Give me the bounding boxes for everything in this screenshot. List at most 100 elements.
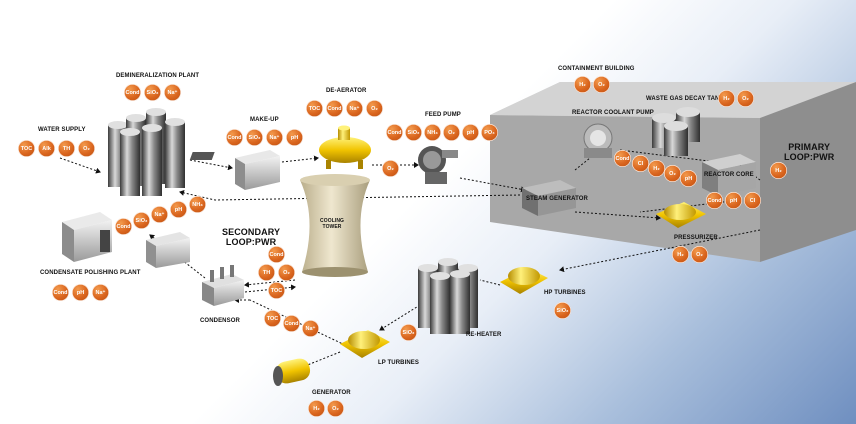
badge-coolant-cl: Cl: [632, 155, 649, 172]
badge-pressurizer-cl: Cl: [744, 192, 761, 209]
badge-pressurizer-cond: Cond: [706, 192, 723, 209]
reactor-core-unit: [702, 154, 756, 196]
badge-feedpump-sio2: SiO₂: [405, 124, 422, 141]
badge-makeup-cond: Cond: [226, 129, 243, 146]
badge-water-supply-th: TH: [58, 140, 75, 157]
make-up-label: MAKE-UP: [250, 117, 279, 123]
badge-generator-o2: O₂: [327, 400, 344, 417]
badge-polishing-cond: Cond: [52, 284, 69, 301]
generator-label: GENERATOR: [312, 390, 351, 396]
badge-makeup-sio2: SiO₂: [246, 129, 263, 146]
condensor-unit: [202, 265, 244, 306]
badge-water-supply-alk: Alk: [38, 140, 55, 157]
badge-generator-h2: H₂: [308, 400, 325, 417]
badge-condout-na: Na⁺: [302, 320, 319, 337]
badge-feedpump-o2: O₂: [443, 124, 460, 141]
hp-turbines-label: HP TURBINES: [544, 290, 586, 296]
badge-feedpump-cond: Cond: [386, 124, 403, 141]
badge-pressurizer-ph: pH: [725, 192, 742, 209]
lp-turbine-unit: [340, 330, 390, 358]
badge-reactorcore-h2: H₂: [770, 162, 787, 179]
make-up-unit: [189, 150, 280, 190]
badge-condensor-o2: O₂: [278, 264, 295, 281]
re-heater-label: RE-HEATER: [466, 332, 502, 338]
badge-return-nh3: NH₃: [189, 196, 206, 213]
pressurizer-label: PRESSURIZER: [674, 235, 718, 241]
badge-feedpump-po4: PO₄: [481, 124, 498, 141]
condensor-label: CONDENSOR: [200, 318, 240, 324]
lp-turbines-label: LP TURBINES: [378, 360, 419, 366]
badge-makeup-na: Na⁺: [266, 129, 283, 146]
badge-condout-cond: Cond: [283, 315, 300, 332]
badge-coolant-h2: H₂: [648, 160, 665, 177]
badge-wastegas-o2: O₂: [737, 90, 754, 107]
feed-pump-unit: [418, 146, 458, 184]
reactor-core-label: REACTOR CORE: [704, 172, 754, 178]
badge-pressurizer-h2: H₂: [672, 246, 689, 263]
re-heater-cylinders: [418, 258, 478, 334]
de-aerator-unit: [319, 125, 371, 169]
pressurizer-unit: [656, 202, 706, 228]
badge-deaerator-toc: TOC: [306, 100, 323, 117]
badge-return-cond: Cond: [115, 218, 132, 235]
feed-pump-label: FEED PUMP: [425, 112, 461, 118]
badge-polishing-na: Na⁺: [92, 284, 109, 301]
primary-loop-line1: PRIMARY: [788, 142, 831, 152]
badge-makeup-ph: pH: [286, 129, 303, 146]
badge-deaerator-out-o2: O₂: [382, 160, 399, 177]
hp-turbine-unit: [500, 267, 548, 294]
reactor-coolant-pump-label: REACTOR COOLANT PUMP: [572, 110, 654, 116]
condensate-polishing-plant: [62, 212, 190, 268]
badge-polishing-ph: pH: [72, 284, 89, 301]
badge-return-sio2: SiO₂: [133, 212, 150, 229]
reactor-coolant-pump-unit: [583, 123, 613, 158]
de-aerator-label: DE-AERATOR: [326, 88, 367, 94]
containment-building-block: [490, 82, 856, 262]
badge-coolant-o2: O₂: [664, 165, 681, 182]
primary-loop-line2: LOOP:PWR: [784, 152, 835, 162]
cooling-tower: [300, 174, 370, 277]
demineralization-plant-cylinders: [108, 108, 185, 196]
waste-gas-decay-tanks-unit: [652, 107, 700, 156]
badge-demin-sio2: SiO₂: [144, 84, 161, 101]
water-supply-label: WATER SUPPLY: [38, 127, 86, 133]
badge-demin-cond: Cond: [124, 84, 141, 101]
primary-loop-label: PRIMARY LOOP:PWR: [784, 142, 834, 162]
badge-return-na: Na⁺: [151, 206, 168, 223]
badge-demin-na: Na⁺: [164, 84, 181, 101]
badge-containment-o2: O₂: [593, 76, 610, 93]
badge-deaerator-na: Na⁺: [346, 100, 363, 117]
badge-pressurizer-o2: O₂: [691, 246, 708, 263]
cooling-tower-line1: COOLING: [320, 218, 345, 224]
secondary-loop-line1: SECONDARY: [222, 227, 281, 237]
demineralization-plant-label: DEMINERALIZATION PLANT: [116, 73, 200, 79]
badge-condensor-th: TH: [258, 264, 275, 281]
badge-feedpump-nh3: NH₃: [424, 124, 441, 141]
badge-coolant-ph: pH: [680, 170, 697, 187]
cooling-tower-line2: TOWER: [322, 224, 342, 230]
condensate-polishing-plant-label: CONDENSATE POLISHING PLANT: [40, 270, 141, 276]
badge-reheater-sio2: SiO₂: [400, 324, 417, 341]
badge-containment-h2: H₂: [574, 76, 591, 93]
badge-deaerator-cond: Cond: [326, 100, 343, 117]
cooling-tower-label: COOLING TOWER: [320, 218, 344, 230]
badge-deaerator-o2: O₂: [366, 100, 383, 117]
badge-hpturbine-sio2: SiO₂: [554, 302, 571, 319]
badge-water-supply-o2: O₂: [78, 140, 95, 157]
badge-condout-toc: TOC: [264, 310, 281, 327]
badge-wastegas-h2: H₂: [718, 90, 735, 107]
badge-feedpump-ph: pH: [462, 124, 479, 141]
badge-water-supply-toc: TOC: [18, 140, 35, 157]
containment-building-label: CONTAINMENT BUILDING: [558, 66, 635, 72]
badge-return-ph: pH: [170, 201, 187, 218]
badge-coolant-cond: Cond: [614, 150, 631, 167]
badge-condensor-toc: TOC: [268, 282, 285, 299]
secondary-loop-label: SECONDARY LOOP:PWR: [222, 227, 280, 247]
secondary-loop-line2: LOOP:PWR: [225, 237, 277, 247]
steam-generator-unit: [522, 180, 576, 216]
steam-generator-label: STEAM GENERATOR: [526, 196, 588, 202]
generator-unit: [273, 358, 311, 386]
badge-condensor-cond: Cond: [268, 246, 285, 263]
waste-gas-decay-tanks-label: WASTE GAS DECAY TANKS: [646, 96, 729, 102]
